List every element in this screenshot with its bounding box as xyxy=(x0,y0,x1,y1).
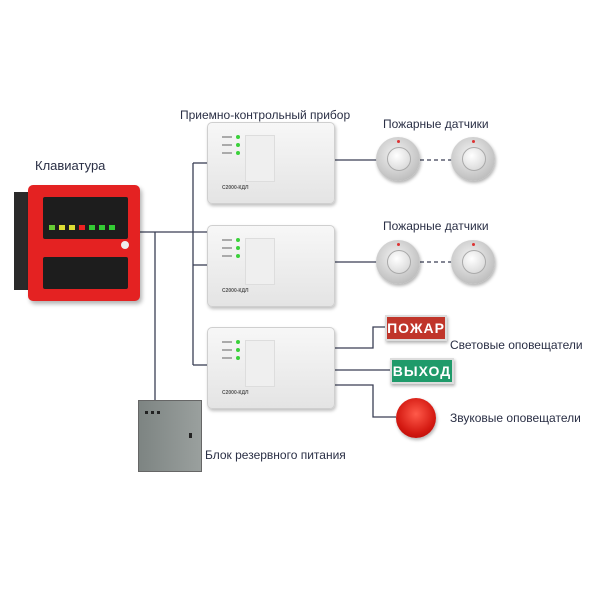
fire-sign: ПОЖАР xyxy=(385,315,447,341)
controller-model: C2000-КДЛ xyxy=(222,288,249,294)
controller-model: C2000-КДЛ xyxy=(222,390,249,396)
controller-2: C2000-КДЛ xyxy=(207,225,335,307)
panel-lower-cover xyxy=(43,257,128,289)
wire-fire-sign xyxy=(333,326,385,349)
controller-3: C2000-КДЛ xyxy=(207,327,335,409)
controller-1: C2000-КДЛ xyxy=(207,122,335,204)
power-supply-label: Блок резервного питания xyxy=(205,448,346,462)
siren-icon xyxy=(396,398,436,438)
detectors-label-2: Пожарные датчики xyxy=(383,219,489,233)
led-display xyxy=(43,197,128,239)
power-supply-box xyxy=(138,400,202,472)
smoke-detector-icon xyxy=(376,240,420,284)
smoke-detector-icon xyxy=(451,137,495,181)
keyboard-panel-front xyxy=(28,185,140,301)
key-switch-icon xyxy=(121,241,129,249)
smoke-detector-icon xyxy=(376,137,420,181)
smoke-detector-icon xyxy=(451,240,495,284)
detectors-label-1: Пожарные датчики xyxy=(383,117,489,131)
sound-notifiers-label: Звуковые оповещатели xyxy=(450,411,581,425)
exit-sign: ВЫХОД xyxy=(390,358,454,384)
controller-model: C2000-КДЛ xyxy=(222,185,249,191)
keyboard-label: Клавиатура xyxy=(35,158,106,173)
light-notifiers-label: Световые оповещатели xyxy=(450,338,583,352)
wire-siren xyxy=(333,384,396,418)
controller-label: Приемно-контрольный прибор xyxy=(180,108,351,122)
keyboard-panel xyxy=(14,192,32,290)
